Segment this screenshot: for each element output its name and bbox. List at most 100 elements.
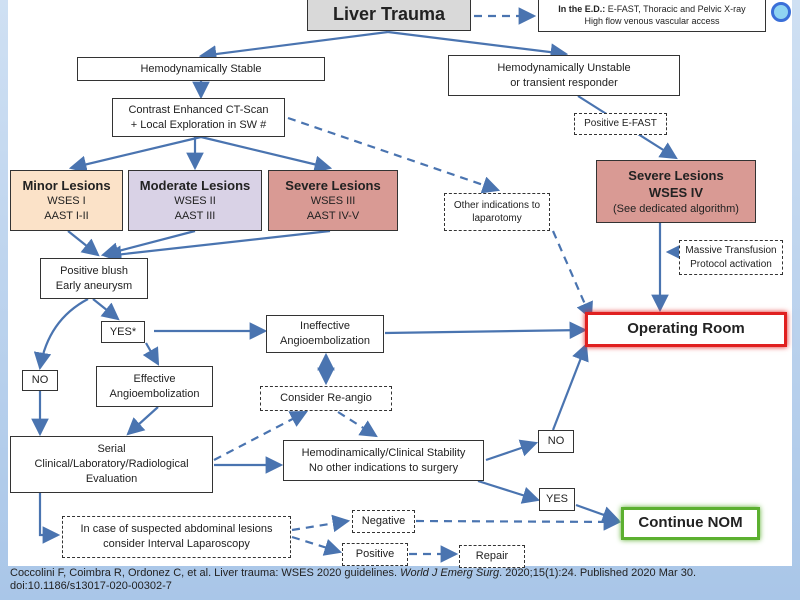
arrow-effective-serial bbox=[126, 406, 159, 436]
other-line2: laparotomy bbox=[472, 213, 522, 224]
severe-iv-title: Severe Lesions bbox=[628, 167, 724, 183]
ct-line2: + Local Exploration in SW # bbox=[130, 118, 267, 131]
yes-right-box: YES bbox=[539, 488, 575, 511]
moderate-title: Moderate Lesions bbox=[139, 177, 251, 193]
arrow-interval-positive bbox=[291, 535, 343, 556]
negative-box: Negative bbox=[352, 510, 415, 533]
severe-wses: WSES III bbox=[310, 195, 356, 208]
yes-right-text: YES bbox=[545, 493, 568, 506]
positive-text: Positive bbox=[355, 548, 395, 561]
minor-aast: AAST I-II bbox=[44, 210, 89, 223]
stable-text: Hemodynamically Stable bbox=[140, 62, 262, 75]
arrow-stability-yes bbox=[477, 479, 541, 504]
unstable-line2: or transient responder bbox=[510, 76, 618, 89]
ct-box: Contrast Enhanced CT-Scan + Local Explora… bbox=[112, 98, 285, 137]
arrows-layer bbox=[31, 7, 684, 563]
citation-details: . 2020;15(1):24. Published 2020 Mar 30. bbox=[499, 567, 697, 579]
arrow-yes-nom bbox=[575, 503, 621, 524]
continue-nom-box: Continue NOM bbox=[621, 507, 760, 540]
effective-line2: Angioembolization bbox=[109, 387, 200, 400]
interval-line2: consider Interval Laparoscopy bbox=[103, 538, 250, 550]
unstable-box: Hemodynamically Unstable or transient res… bbox=[448, 55, 680, 96]
ineffective-line1: Ineffective bbox=[300, 320, 350, 333]
positive-box: Positive bbox=[342, 543, 408, 566]
ed-note-box: In the E.D.: E-FAST, Thoracic and Pelvic… bbox=[538, 0, 766, 32]
repair-box: Repair bbox=[459, 545, 525, 568]
no-right-box: NO bbox=[538, 430, 574, 453]
citation-doi: doi:10.1186/s13017-020-00302-7 bbox=[10, 580, 172, 593]
arrow-ct-minor bbox=[68, 135, 202, 173]
yes-star-text: YES* bbox=[109, 325, 137, 338]
other-indications-box: Other indications to laparotomy bbox=[444, 193, 550, 231]
stability-line1: Hemodinamically/Clinical Stability bbox=[301, 446, 466, 459]
arrow-stability-no bbox=[485, 439, 539, 462]
arrow-no-or bbox=[551, 342, 589, 431]
interval-laparoscopy-box: In case of suspected abdominal lesions co… bbox=[62, 516, 291, 558]
minor-wses: WSES I bbox=[47, 195, 86, 208]
title-text: Liver Trauma bbox=[332, 4, 446, 25]
negative-text: Negative bbox=[361, 515, 406, 528]
no-right-text: NO bbox=[547, 435, 565, 448]
mtp-line1: Massive Transfusion bbox=[685, 245, 777, 256]
continue-nom-text: Continue NOM bbox=[638, 514, 743, 532]
positive-efast-box: Positive E-FAST bbox=[574, 113, 667, 135]
blush-line1: Positive blush bbox=[60, 264, 128, 277]
mtp-line2: Protocol activation bbox=[690, 258, 772, 270]
moderate-aast: AAST III bbox=[174, 210, 216, 223]
arrow-negative-nom bbox=[415, 513, 622, 531]
repair-text: Repair bbox=[475, 550, 509, 563]
arrow-to-unstable bbox=[387, 30, 569, 61]
arrow-reangio-stability bbox=[337, 411, 378, 438]
arrow-ct-other bbox=[287, 116, 501, 194]
stable-box: Hemodynamically Stable bbox=[77, 57, 325, 81]
arrow-serial-interval bbox=[38, 493, 61, 544]
ct-line1: Contrast Enhanced CT-Scan bbox=[128, 103, 269, 116]
ed-note-line1: In the E.D.: E-FAST, Thoracic and Pelvic… bbox=[558, 3, 745, 15]
blush-line2: Early aneurysm bbox=[55, 279, 133, 292]
citation-journal: World J Emerg Surg bbox=[400, 567, 500, 579]
other-line1: Other indications to bbox=[453, 199, 541, 211]
minor-title: Minor Lesions bbox=[22, 177, 111, 193]
ed-note-line2: High flow venous vascular access bbox=[584, 16, 720, 26]
arrow-serial-reangio bbox=[213, 410, 308, 461]
arrow-to-stable bbox=[198, 30, 389, 63]
severe-aast: AAST IV-V bbox=[306, 210, 360, 223]
severe-iv-note: (See dedicated algorithm) bbox=[613, 202, 739, 215]
citation-authors: Coccolini F, Coimbra R, Ordonez C, et al… bbox=[10, 567, 401, 579]
yes-star-box: YES* bbox=[101, 321, 145, 343]
arrow-interval-negative bbox=[291, 514, 351, 533]
arrow-minor-blush bbox=[67, 230, 100, 257]
positive-efast-text: Positive E-FAST bbox=[584, 118, 657, 130]
serial-line1: Serial bbox=[97, 443, 126, 456]
reangio-text: Consider Re-angio bbox=[280, 392, 372, 405]
citation: Coccolini F, Coimbra R, Ordonez C, et al… bbox=[10, 567, 790, 593]
liver-trauma-title: Liver Trauma bbox=[307, 0, 471, 31]
interval-line1: In case of suspected abdominal lesions bbox=[80, 523, 273, 536]
serial-line2: Clinical/Laboratory/Radiological bbox=[34, 458, 189, 471]
ed-note-text: E-FAST, Thoracic and Pelvic X-ray bbox=[605, 3, 746, 14]
unstable-line1: Hemodynamically Unstable bbox=[497, 61, 631, 74]
stability-line2: No other indications to surgery bbox=[308, 461, 459, 474]
arrow-other-or bbox=[551, 230, 593, 321]
effective-line1: Effective bbox=[133, 372, 176, 385]
severe-title: Severe Lesions bbox=[285, 177, 381, 193]
serial-line3: Evaluation bbox=[85, 472, 138, 485]
stability-box: Hemodinamically/Clinical Stability No oth… bbox=[283, 440, 484, 481]
operating-room-box: Operating Room bbox=[585, 312, 787, 347]
magnifier-icon bbox=[771, 2, 791, 22]
flowchart-canvas: Liver Trauma In the E.D.: E-FAST, Thorac… bbox=[8, 0, 792, 568]
arrow-blush-yes bbox=[92, 298, 120, 321]
operating-room-text: Operating Room bbox=[627, 320, 745, 338]
no-left-text: NO bbox=[31, 374, 49, 387]
moderate-wses: WSES II bbox=[174, 195, 216, 208]
arrow-ct-severe bbox=[200, 135, 333, 173]
arrow-yes-effective bbox=[142, 342, 160, 366]
ineffective-line2: Angioembolization bbox=[280, 335, 370, 347]
